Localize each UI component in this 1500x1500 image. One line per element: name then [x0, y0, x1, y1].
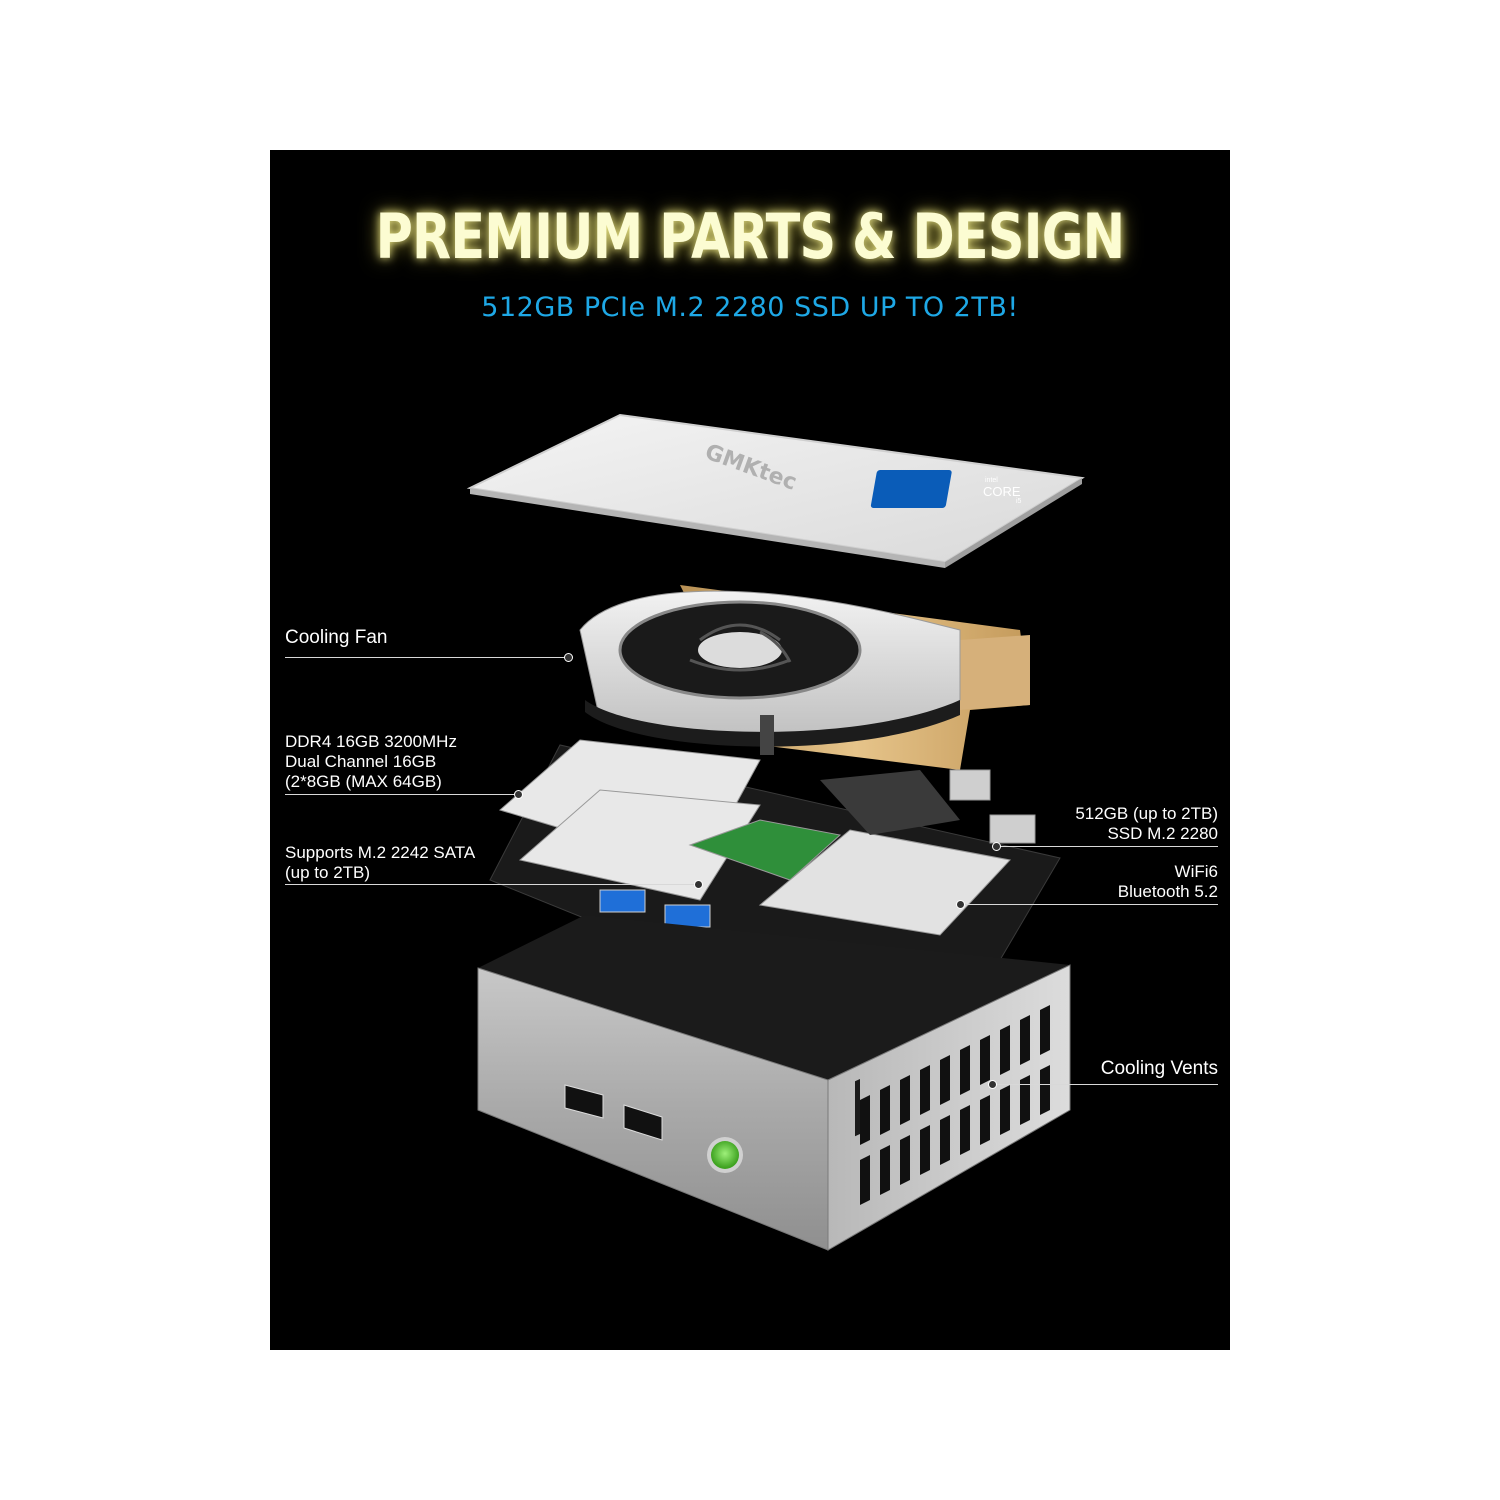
svg-text:i5: i5 [1016, 498, 1022, 505]
top-lid: intel CORE i5 GMKtec [466, 413, 1085, 568]
page-title: PREMIUM PARTS & DESIGN [375, 200, 1126, 273]
callout-cooling-vents: Cooling Vents [1100, 1058, 1218, 1079]
page-subtitle: 512GB PCIe M.2 2280 SSD UP TO 2TB! [481, 292, 1019, 323]
leader-dot [514, 790, 523, 799]
usb-port-icon [599, 889, 646, 913]
callout-cooling-fan: Cooling Fan [285, 627, 388, 648]
leader-line [285, 884, 697, 885]
leader-line [992, 1084, 1218, 1085]
leader-line [996, 846, 1218, 847]
svg-text:intel: intel [985, 477, 998, 484]
leader-dot [956, 900, 965, 909]
svg-text:CORE: CORE [983, 484, 1021, 499]
motherboard [489, 739, 1061, 966]
callout-ddr4: DDR4 16GB 3200MHz Dual Channel 16GB (2*8… [285, 732, 457, 791]
cooling-vents [855, 1078, 860, 1137]
m2-2242-sata-ssd [688, 819, 842, 881]
callout-wifi: WiFi6 Bluetooth 5.2 [1117, 862, 1218, 901]
leader-dot [564, 653, 573, 662]
cooling-fan-assembly [579, 585, 1030, 770]
leader-dot [988, 1080, 997, 1089]
leader-line [285, 794, 517, 795]
front-usb-port-2 [623, 1104, 663, 1141]
front-usb-port-1 [564, 1084, 604, 1119]
callout-ssd: 512GB (up to 2TB) SSD M.2 2280 [1075, 804, 1218, 843]
callout-m2-sata: Supports M.2 2242 SATA (up to 2TB) [285, 843, 476, 882]
ram-module-bottom [518, 789, 761, 901]
leader-line [285, 657, 567, 658]
leader-line [960, 904, 1218, 905]
intel-core-badge: intel CORE i5 [870, 470, 1022, 508]
leader-dot [992, 842, 1001, 851]
m2-2280-ssd [758, 829, 1011, 936]
leader-dot [694, 880, 703, 889]
aluminum-case [477, 915, 1071, 1251]
power-button-icon [711, 1141, 739, 1169]
